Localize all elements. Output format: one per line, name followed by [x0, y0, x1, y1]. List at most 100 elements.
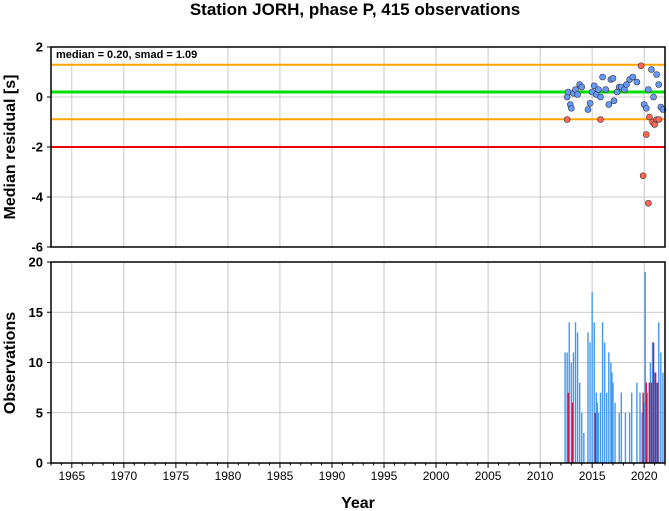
- residual-point: [595, 86, 602, 93]
- residual-point: [586, 99, 594, 107]
- observation-bar: [594, 412, 596, 463]
- observation-bar: [650, 382, 653, 463]
- y-tick-label: -6: [31, 240, 43, 255]
- observation-bar: [591, 292, 593, 463]
- observation-bar: [618, 412, 620, 463]
- residual-point: [650, 93, 657, 101]
- x-tick-label: 2005: [475, 469, 502, 483]
- observation-bar: [574, 322, 577, 463]
- observations-bars: [564, 272, 664, 463]
- observation-bar: [655, 382, 658, 463]
- observation-bar: [570, 362, 573, 463]
- y-tick-label: 20: [29, 255, 43, 270]
- observation-bar: [596, 402, 599, 463]
- residual-point: [597, 93, 604, 101]
- observation-bar: [603, 342, 606, 463]
- residual-reference-lines: [51, 63, 665, 148]
- observation-bar: [630, 392, 633, 463]
- residual-point: [629, 73, 637, 81]
- observation-bar: [636, 382, 638, 463]
- observation-bar: [657, 382, 659, 463]
- observation-bar: [593, 322, 595, 463]
- y-tick-label: 15: [29, 305, 43, 320]
- observation-bar: [564, 352, 566, 463]
- observation-bar: [599, 392, 602, 463]
- residual-point: [639, 172, 647, 180]
- observation-bar: [642, 392, 644, 463]
- x-tick-label: 1990: [319, 469, 346, 483]
- observation-bar: [651, 342, 654, 463]
- residual-point: [590, 82, 598, 90]
- residual-point: [645, 199, 652, 207]
- x-axis-label: Year: [341, 495, 375, 511]
- observation-bar: [649, 362, 652, 463]
- residual-points: [563, 62, 667, 207]
- observation-bar: [589, 342, 591, 463]
- observation-bar: [641, 412, 643, 463]
- y-tick-label: -4: [31, 190, 43, 205]
- observation-bar: [567, 392, 569, 463]
- observation-bar: [587, 332, 589, 463]
- observation-bar: [662, 372, 664, 463]
- observation-bar: [608, 352, 610, 463]
- residual-point: [609, 74, 617, 82]
- observation-bar: [645, 382, 647, 463]
- observation-bar: [660, 352, 662, 463]
- y-tick-label: 0: [36, 90, 43, 105]
- observation-bar: [595, 392, 598, 463]
- observation-bar: [606, 392, 608, 463]
- residual-point: [655, 116, 663, 123]
- x-tick-label: 1985: [267, 469, 294, 483]
- chart-title: Station JORH, phase P, 415 observations: [190, 0, 520, 19]
- observation-bar: [624, 412, 627, 463]
- x-tick-label: 2010: [527, 469, 554, 483]
- residual-point: [642, 104, 650, 112]
- residual-point: [655, 81, 663, 88]
- residual-point: [637, 62, 645, 70]
- residual-y-ticks: -6-4-202: [31, 40, 51, 255]
- x-tick-label: 1995: [371, 469, 398, 483]
- residual-point: [597, 116, 604, 123]
- observation-bar: [578, 382, 581, 463]
- residual-point: [563, 116, 571, 123]
- x-tick-label: 1980: [215, 469, 242, 483]
- x-tick-label: 2000: [423, 469, 450, 483]
- residual-point: [623, 81, 630, 88]
- residual-point: [578, 83, 586, 91]
- x-tick-label: 2020: [631, 469, 658, 483]
- residual-point: [653, 71, 660, 78]
- y-tick-label: -2: [31, 140, 43, 155]
- y-tick-label: 10: [29, 355, 43, 370]
- residual-point: [602, 86, 609, 93]
- observation-bar: [654, 372, 657, 463]
- observation-bar: [583, 432, 585, 463]
- residual-y-label: Median residual [s]: [2, 75, 19, 220]
- stats-annotation-box: [53, 48, 213, 62]
- residual-point: [646, 113, 653, 121]
- residual-point: [648, 66, 655, 73]
- residual-panel: median = 0.20, smad = 1.09 -6-4-202 Medi…: [2, 40, 667, 255]
- observation-bar: [571, 402, 574, 463]
- residual-point: [584, 106, 592, 113]
- observation-bar: [572, 352, 575, 463]
- observation-bar: [576, 332, 579, 463]
- observation-bar: [643, 402, 645, 463]
- residual-point: [645, 86, 652, 93]
- residual-point: [605, 101, 613, 108]
- observation-bar: [611, 372, 613, 463]
- y-tick-label: 5: [36, 405, 43, 420]
- residual-point: [610, 97, 618, 105]
- residual-point: [633, 78, 641, 86]
- observations-y-ticks: 0 5 10 15 20: [29, 255, 51, 471]
- observation-bar: [581, 412, 583, 463]
- observation-bar: [612, 382, 614, 463]
- observation-bar: [648, 382, 651, 463]
- observation-bar: [658, 322, 660, 463]
- y-tick-label: 0: [36, 456, 43, 471]
- residual-point: [642, 131, 650, 138]
- observation-bar: [614, 402, 616, 463]
- observation-bar: [639, 392, 641, 463]
- observation-bar: [601, 322, 604, 463]
